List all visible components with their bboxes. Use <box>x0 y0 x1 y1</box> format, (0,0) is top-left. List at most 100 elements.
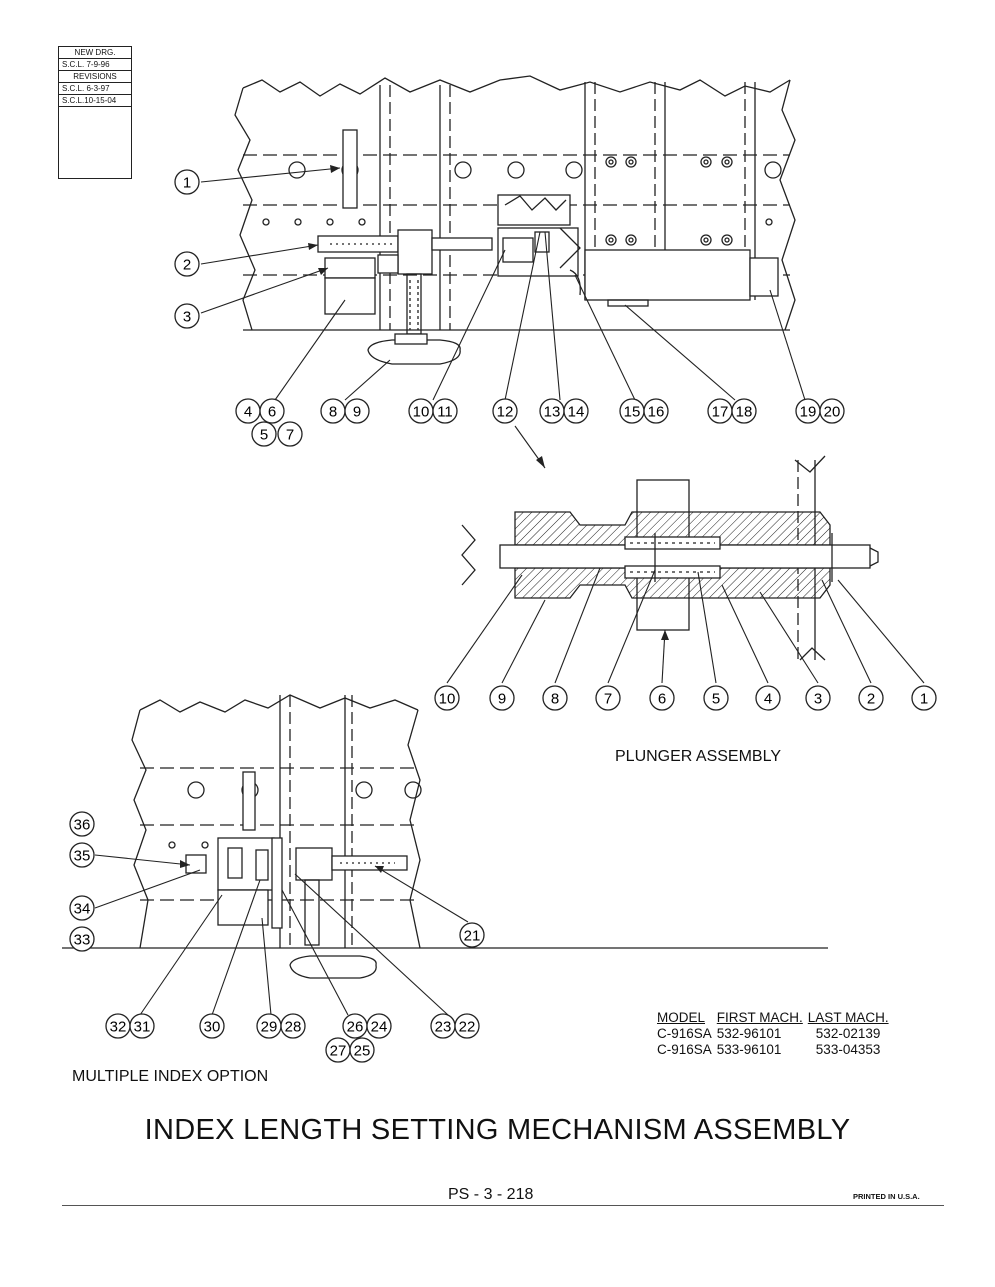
model-header: MODEL <box>657 1010 706 1025</box>
callout-bubble-plunger: 8 <box>542 685 568 711</box>
model-cell: C-916SA <box>657 1026 712 1041</box>
svg-text:12: 12 <box>497 404 514 421</box>
svg-text:8: 8 <box>329 404 337 421</box>
svg-text:34: 34 <box>74 901 91 918</box>
svg-text:11: 11 <box>437 404 453 421</box>
revision-blank <box>59 106 131 127</box>
callout-bubble-plunger: 4 <box>755 685 781 711</box>
callout-bubble-index-row2: 25 <box>349 1037 375 1063</box>
svg-text:10: 10 <box>439 691 456 708</box>
svg-text:26: 26 <box>347 1019 364 1036</box>
svg-text:29: 29 <box>261 1019 278 1036</box>
svg-text:6: 6 <box>658 691 666 708</box>
svg-text:28: 28 <box>285 1019 302 1036</box>
arrowheads <box>180 165 669 873</box>
model-cell: C-916SA <box>657 1042 712 1057</box>
callout-bubble-index-right: 21 <box>459 922 485 948</box>
svg-text:21: 21 <box>464 928 481 945</box>
svg-text:15: 15 <box>624 404 641 421</box>
svg-text:1: 1 <box>920 691 928 708</box>
svg-text:2: 2 <box>183 257 191 274</box>
svg-text:19: 19 <box>800 404 817 421</box>
svg-text:6: 6 <box>268 404 276 421</box>
callout-bubble-main-row1: 4 <box>235 398 261 424</box>
leader-lines <box>94 167 925 1016</box>
callout-bubble-index-left: 36 <box>69 811 95 837</box>
callout-bubble-main-row1: 9 <box>344 398 370 424</box>
revision-original: S.C.L. 7-9-96 <box>59 58 131 70</box>
svg-text:16: 16 <box>648 404 665 421</box>
callout-bubble-index-row1: 30 <box>199 1013 225 1039</box>
svg-text:31: 31 <box>134 1019 151 1036</box>
svg-text:20: 20 <box>824 404 841 421</box>
svg-text:10: 10 <box>413 404 430 421</box>
callout-bubble-main-left: 2 <box>174 251 200 277</box>
callout-bubble-main-row1: 18 <box>731 398 757 424</box>
callout-bubble-index-left: 34 <box>69 895 95 921</box>
callout-bubble-main-row1: 19 <box>795 398 821 424</box>
plunger-assembly-drawing <box>461 455 879 661</box>
svg-text:14: 14 <box>568 404 585 421</box>
svg-text:5: 5 <box>712 691 720 708</box>
callout-bubble-index-row1: 23 <box>430 1013 456 1039</box>
svg-text:25: 25 <box>354 1043 371 1060</box>
table-row: C-916SA 533-96101 533-04353 <box>657 1042 894 1058</box>
callout-bubble-plunger: 6 <box>649 685 675 711</box>
svg-text:2: 2 <box>867 691 875 708</box>
callout-bubble-plunger: 2 <box>858 685 884 711</box>
svg-text:35: 35 <box>74 848 91 865</box>
callout-bubble-index-left: 35 <box>69 842 95 868</box>
footer-rule <box>62 1205 944 1206</box>
svg-text:24: 24 <box>371 1019 388 1036</box>
main-assembly-drawing <box>234 75 796 365</box>
page-number: PS - 3 - 218 <box>448 1186 534 1203</box>
svg-text:36: 36 <box>74 817 91 834</box>
drawing-title: INDEX LENGTH SETTING MECHANISM ASSEMBLY <box>144 1114 851 1146</box>
callout-bubble-index-left: 33 <box>69 926 95 952</box>
callout-bubble-main-row1: 15 <box>619 398 645 424</box>
svg-text:7: 7 <box>286 427 294 444</box>
callout-bubble-index-row2: 27 <box>325 1037 351 1063</box>
callout-bubble-main-row1: 13 <box>539 398 565 424</box>
svg-text:5: 5 <box>260 427 268 444</box>
callout-bubble-plunger: 9 <box>489 685 515 711</box>
callout-bubble-main-row1: 12 <box>492 398 518 424</box>
callout-bubble-plunger: 10 <box>434 685 460 711</box>
svg-text:17: 17 <box>712 404 729 421</box>
svg-text:27: 27 <box>330 1043 347 1060</box>
svg-text:1: 1 <box>183 175 191 192</box>
svg-text:13: 13 <box>544 404 561 421</box>
callout-bubble-plunger: 1 <box>911 685 937 711</box>
svg-text:30: 30 <box>204 1019 221 1036</box>
callout-bubble-index-row1: 32 <box>105 1013 131 1039</box>
svg-text:23: 23 <box>435 1019 452 1036</box>
printed-note: PRINTED IN U.S.A. <box>853 1192 920 1201</box>
callout-bubble-main-left: 1 <box>174 169 200 195</box>
callout-bubble-main-row1: 6 <box>259 398 285 424</box>
revision-header: NEW DRG. <box>59 46 131 58</box>
callout-bubble-main-row1: 8 <box>320 398 346 424</box>
callout-bubble-main-row1: 16 <box>643 398 669 424</box>
model-table: MODEL FIRST MACH. LAST MACH. C-916SA 532… <box>657 1010 894 1058</box>
callout-bubble-index-row1: 22 <box>454 1013 480 1039</box>
svg-text:3: 3 <box>183 309 191 326</box>
svg-text:9: 9 <box>353 404 361 421</box>
svg-text:33: 33 <box>74 932 91 949</box>
svg-text:32: 32 <box>110 1019 127 1036</box>
callout-bubble-index-row1: 29 <box>256 1013 282 1039</box>
callout-bubble-plunger: 7 <box>595 685 621 711</box>
callout-bubble-main-row1: 17 <box>707 398 733 424</box>
callout-bubble-main-row2: 7 <box>277 421 303 447</box>
callout-bubble-main-row2: 5 <box>251 421 277 447</box>
last-mach-header: LAST MACH. <box>807 1010 889 1025</box>
callout-bubble-index-row1: 31 <box>129 1013 155 1039</box>
multiple-index-drawing <box>62 694 828 979</box>
first-mach-cell: 533-96101 <box>716 1042 782 1057</box>
first-mach-cell: 532-96101 <box>716 1026 782 1041</box>
revision-block: NEW DRG. S.C.L. 7-9-96 REVISIONS S.C.L. … <box>58 46 132 179</box>
svg-text:3: 3 <box>814 691 822 708</box>
last-mach-cell: 532-02139 <box>815 1026 881 1041</box>
callout-bubble-main-row1: 11 <box>432 398 458 424</box>
svg-text:22: 22 <box>459 1019 476 1036</box>
